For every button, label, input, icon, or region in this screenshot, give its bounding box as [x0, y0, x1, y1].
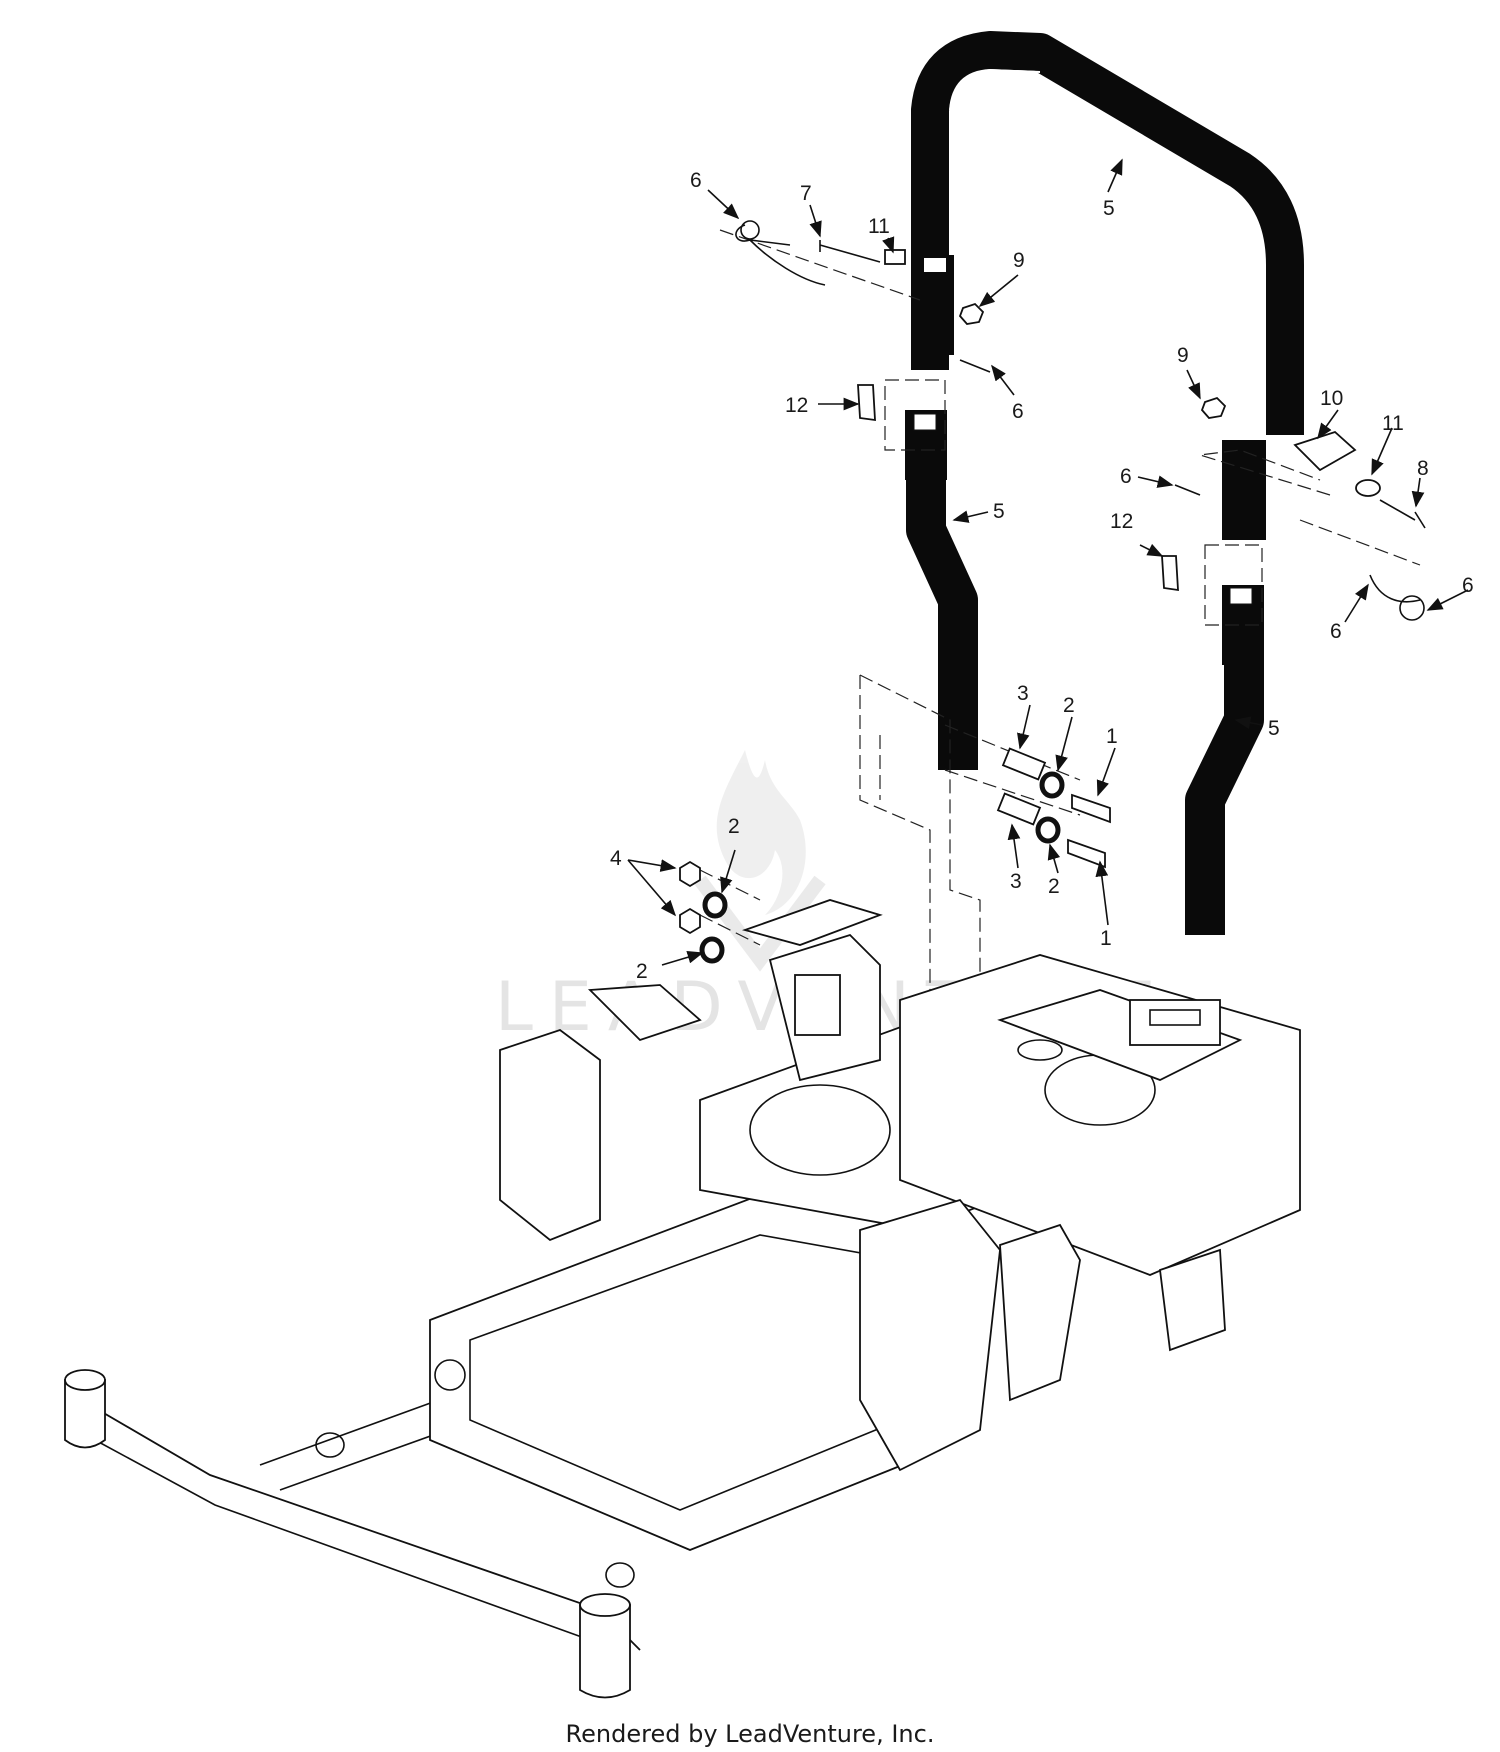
callout-6: 6	[1462, 574, 1474, 597]
callout-12: 12	[785, 394, 808, 417]
callout-9: 9	[1177, 344, 1189, 367]
callout-3: 3	[1017, 682, 1029, 705]
callout-6: 6	[1120, 465, 1132, 488]
parts-diagram: LEADVENTURE	[64, 31, 1474, 1699]
callout-2: 2	[1048, 875, 1060, 898]
callout-5: 5	[1103, 197, 1115, 220]
callout-4: 4	[610, 847, 622, 870]
callout-8: 8	[1417, 457, 1429, 480]
callout-5: 5	[993, 500, 1005, 523]
upper-roll-bar	[911, 31, 1304, 540]
callout-6: 6	[1012, 400, 1024, 423]
callout-labels: 6 7 11 5 9 6 12 5 9 10 11 8 6 12 6 6 5 3…	[610, 169, 1474, 983]
callout-2: 2	[636, 960, 648, 983]
callout-2: 2	[728, 815, 740, 838]
callout-6: 6	[1330, 620, 1342, 643]
left-lower-roll-bar	[905, 410, 978, 770]
callout-9: 9	[1013, 249, 1025, 272]
callout-11: 11	[868, 215, 890, 238]
callout-12: 12	[1110, 510, 1133, 533]
callout-1: 1	[1100, 927, 1112, 950]
callout-11: 11	[1382, 412, 1404, 435]
callout-1: 1	[1106, 725, 1118, 748]
rendered-by-footer: Rendered by LeadVenture, Inc.	[565, 1720, 935, 1748]
callout-10: 10	[1320, 387, 1343, 410]
callout-3: 3	[1010, 870, 1022, 893]
mower-chassis	[64, 899, 1301, 1699]
callout-5: 5	[1268, 717, 1280, 740]
callout-6: 6	[690, 169, 702, 192]
leader-arrows	[627, 158, 1469, 966]
callout-7: 7	[800, 182, 812, 205]
callout-2: 2	[1063, 694, 1075, 717]
hardware-parts	[679, 220, 1426, 964]
right-lower-roll-bar	[1185, 585, 1264, 935]
